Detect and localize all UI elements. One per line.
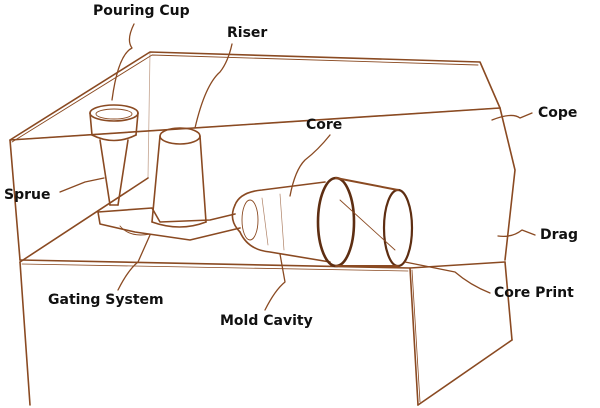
label-pouring-cup: Pouring Cup [93, 3, 190, 19]
label-sprue: Sprue [4, 187, 51, 203]
label-core: Core [306, 117, 343, 133]
label-gating-system: Gating System [48, 292, 164, 308]
gating-system-shape [97, 207, 241, 241]
leader-riser [194, 43, 233, 129]
leader-drag [497, 229, 536, 238]
flask-box [9, 51, 516, 406]
pouring-cup-shape [89, 104, 139, 142]
sprue-shape [99, 139, 129, 206]
label-cope: Cope [538, 105, 578, 121]
label-core-print: Core Print [494, 285, 574, 301]
leader-lines [59, 23, 536, 311]
leader-sprue [59, 177, 105, 193]
label-drag: Drag [540, 227, 578, 243]
mold-cavity-shape [231, 181, 331, 263]
leader-cope [491, 112, 533, 121]
leader-mold-cavity [264, 253, 286, 311]
leader-gating-system [117, 234, 151, 291]
core-print-shape [316, 176, 414, 268]
leader-core [289, 134, 331, 197]
riser-shape [151, 127, 207, 228]
leader-core-print [404, 261, 491, 294]
leader-pouring-cup [111, 23, 135, 101]
label-mold-cavity: Mold Cavity [220, 313, 313, 329]
label-riser: Riser [227, 25, 268, 41]
